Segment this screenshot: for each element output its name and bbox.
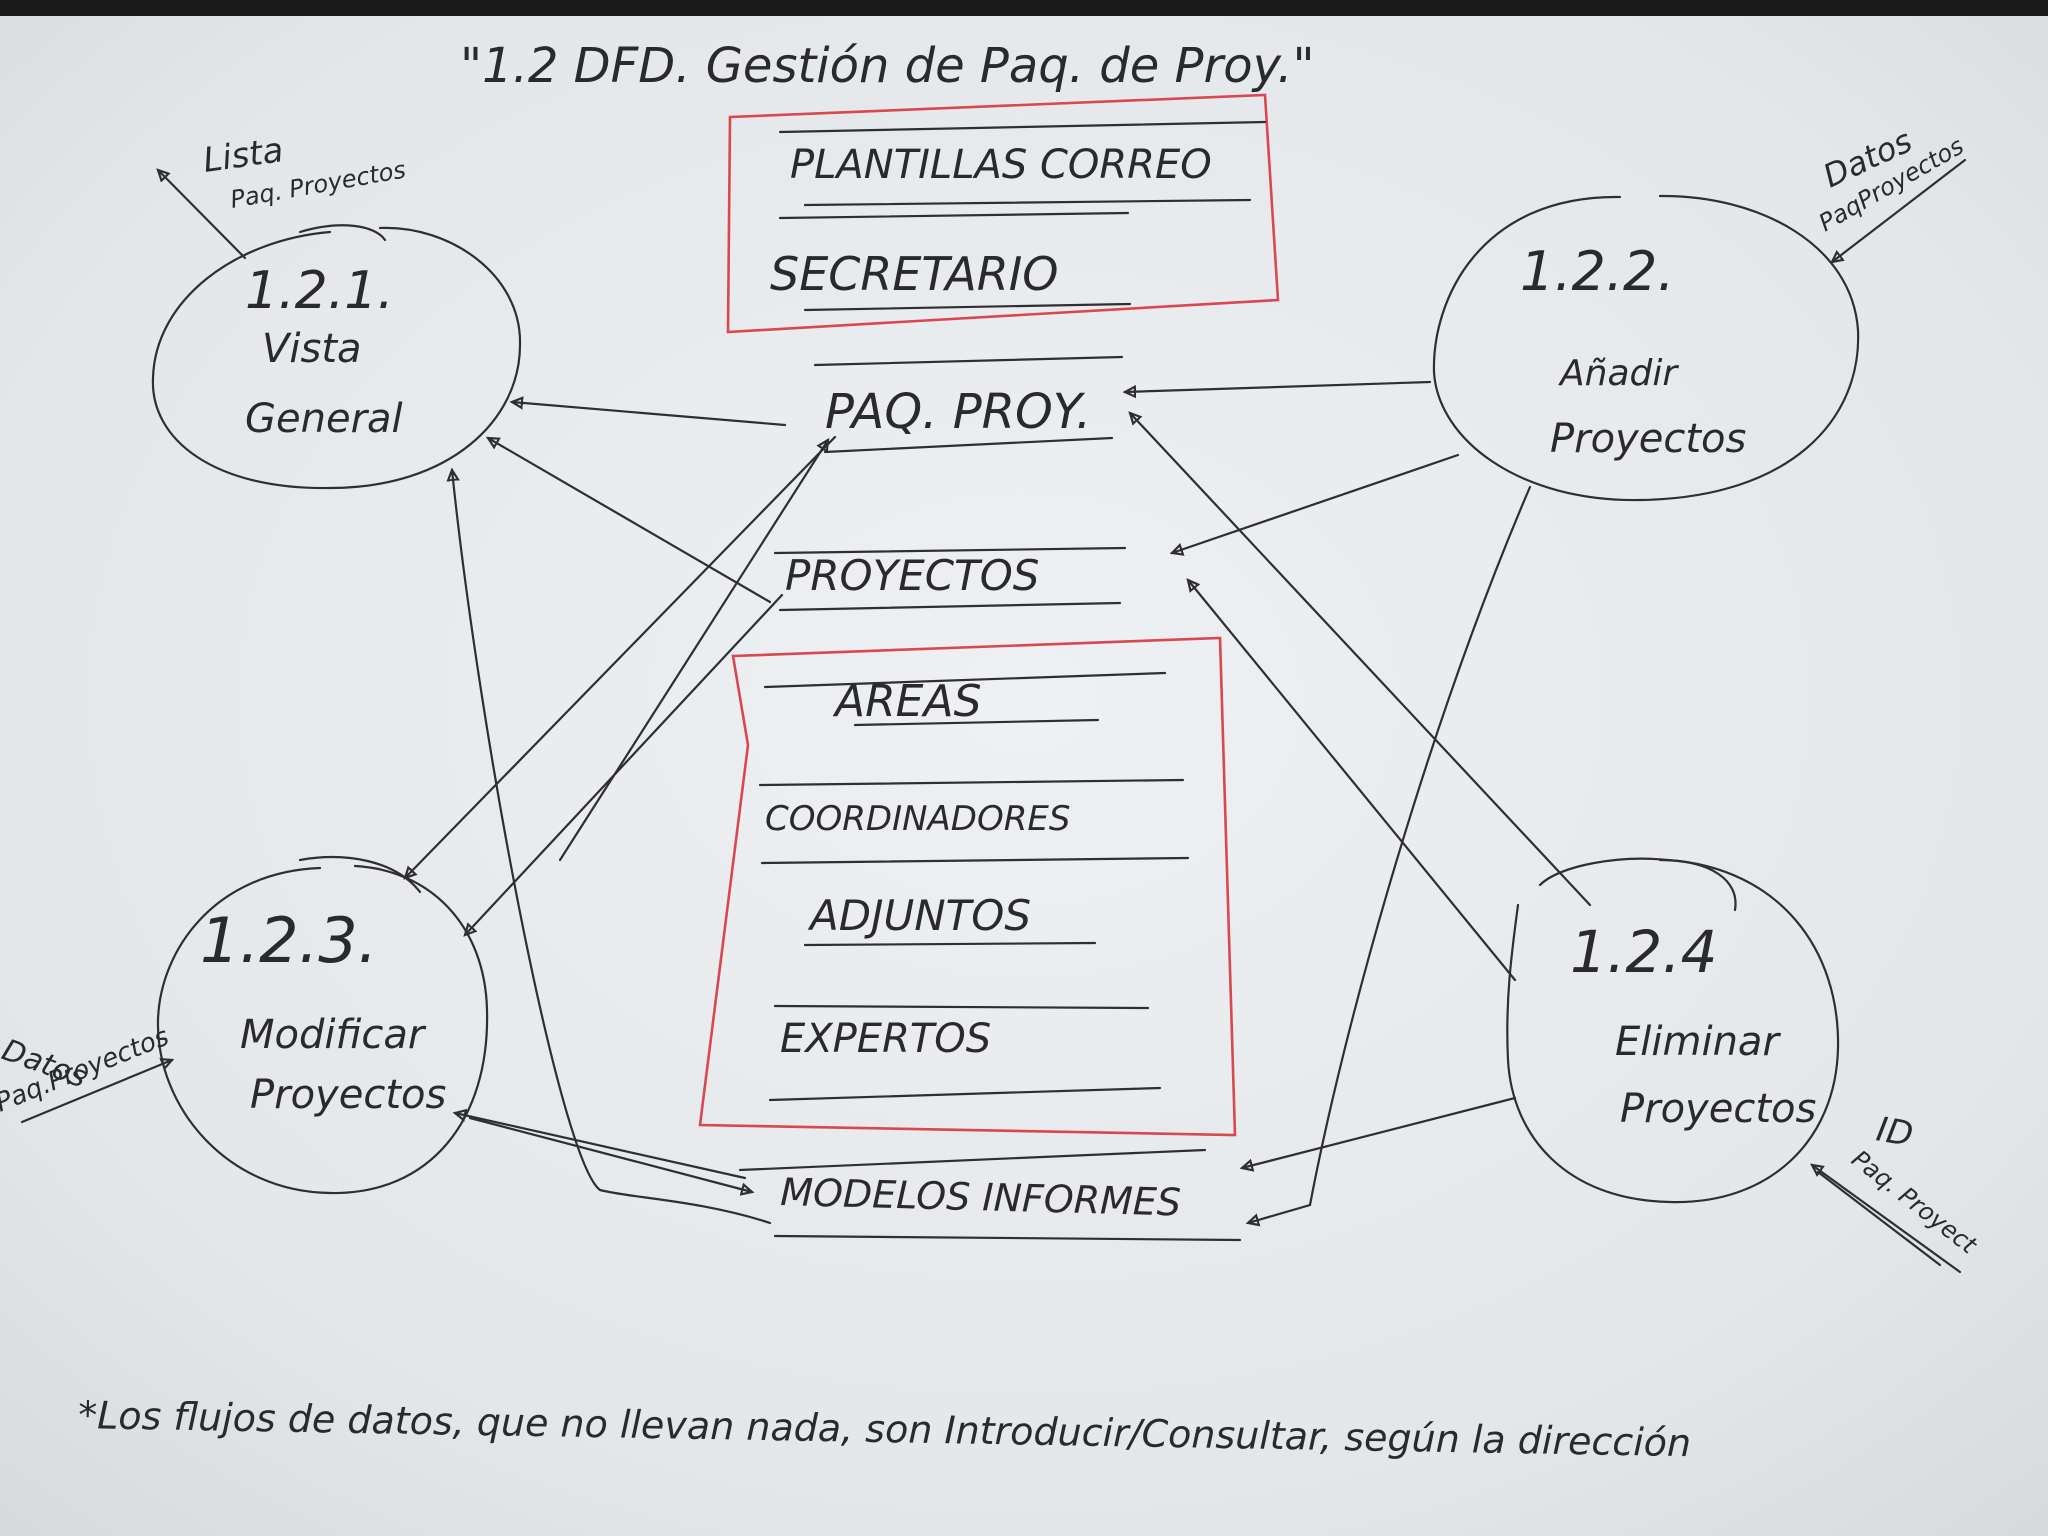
process-vista-general: 1.2.1. Vista General	[151, 224, 522, 490]
process-124-label-1: Eliminar	[1615, 1019, 1781, 1065]
store-modelos-informes: MODELOS INFORMES	[738, 1148, 1242, 1242]
flow-modificar-to-paqproy	[558, 440, 828, 862]
board-top-frame	[0, 0, 2048, 16]
process-122-number: 1.2.2.	[1520, 240, 1675, 303]
store-proyectos: PROYECTOS	[773, 546, 1127, 612]
process-123-number: 1.2.3.	[200, 904, 377, 977]
process-123-label-1: Modificar	[240, 1012, 427, 1058]
process-121-number: 1.2.1.	[245, 261, 394, 321]
store-paq-proy-label: PAQ. PROY.	[825, 384, 1091, 440]
diagram-title: "1.2 DFD. Gestión de Paq. de Proy."	[460, 38, 1315, 94]
store-group-middle: AREAS COORDINADORES ADJUNTOS EXPERTOS	[698, 636, 1237, 1137]
flow-eliminar-to-proyectos	[1188, 580, 1517, 982]
flow-anadir-to-paqproy	[1125, 380, 1432, 392]
process-121-label-2: General	[245, 396, 403, 442]
flow-datos-add-in	[1832, 158, 1967, 262]
flow-anadir-to-proyectos	[1172, 453, 1460, 553]
flow-modificar-to-modelos	[468, 1116, 752, 1192]
store-areas: AREAS	[832, 676, 982, 727]
store-proyectos-label: PROYECTOS	[785, 551, 1039, 600]
process-122-label-1: Añadir	[1558, 353, 1679, 394]
flow-anadir-to-modelos	[1248, 485, 1532, 1223]
flow-modelos-to-vista	[452, 470, 772, 1225]
flow-modelos-to-modificar	[455, 1113, 747, 1180]
store-adjuntos: ADJUNTOS	[807, 891, 1031, 940]
flow-paqproy-to-modificar	[405, 435, 837, 878]
store-group-top: PLANTILLAS CORREO SECRETARIO	[726, 93, 1280, 334]
process-121-label-1: Vista	[262, 326, 362, 372]
process-anadir-proyectos: 1.2.2. Añadir Proyectos	[1432, 194, 1860, 502]
flow-eliminar-to-paqproy	[1130, 413, 1592, 907]
flow-eliminar-to-modelos	[1242, 1096, 1517, 1168]
process-124-label-2: Proyectos	[1620, 1086, 1816, 1132]
store-coordinadores: COORDINADORES	[765, 799, 1070, 839]
process-modificar-proyectos: 1.2.3. Modificar Proyectos	[156, 856, 489, 1195]
store-plantillas-correo: PLANTILLAS CORREO	[790, 142, 1212, 188]
id-label-1: ID	[1873, 1109, 1916, 1155]
flow-lista-out	[158, 170, 247, 260]
flow-id-in	[1812, 1165, 1962, 1274]
flow-proyectos-to-modificar	[465, 593, 784, 935]
process-124-number: 1.2.4	[1570, 918, 1718, 986]
process-123-label-2: Proyectos	[250, 1072, 446, 1118]
board-surface	[0, 14, 2048, 1536]
flow-proyectos-to-vista	[488, 438, 772, 604]
flow-datos-mod-in	[20, 1060, 172, 1124]
store-expertos: EXPERTOS	[780, 1016, 991, 1062]
data-flows	[20, 158, 1967, 1274]
process-122-label-2: Proyectos	[1550, 416, 1746, 462]
store-modelos-informes-label: MODELOS INFORMES	[780, 1170, 1182, 1224]
flow-paqproy-to-vista	[512, 402, 787, 427]
store-secretario: SECRETARIO	[770, 247, 1059, 301]
store-paq-proy: PAQ. PROY.	[813, 355, 1124, 454]
process-eliminar-proyectos: 1.2.4 Eliminar Proyectos	[1506, 857, 1840, 1204]
